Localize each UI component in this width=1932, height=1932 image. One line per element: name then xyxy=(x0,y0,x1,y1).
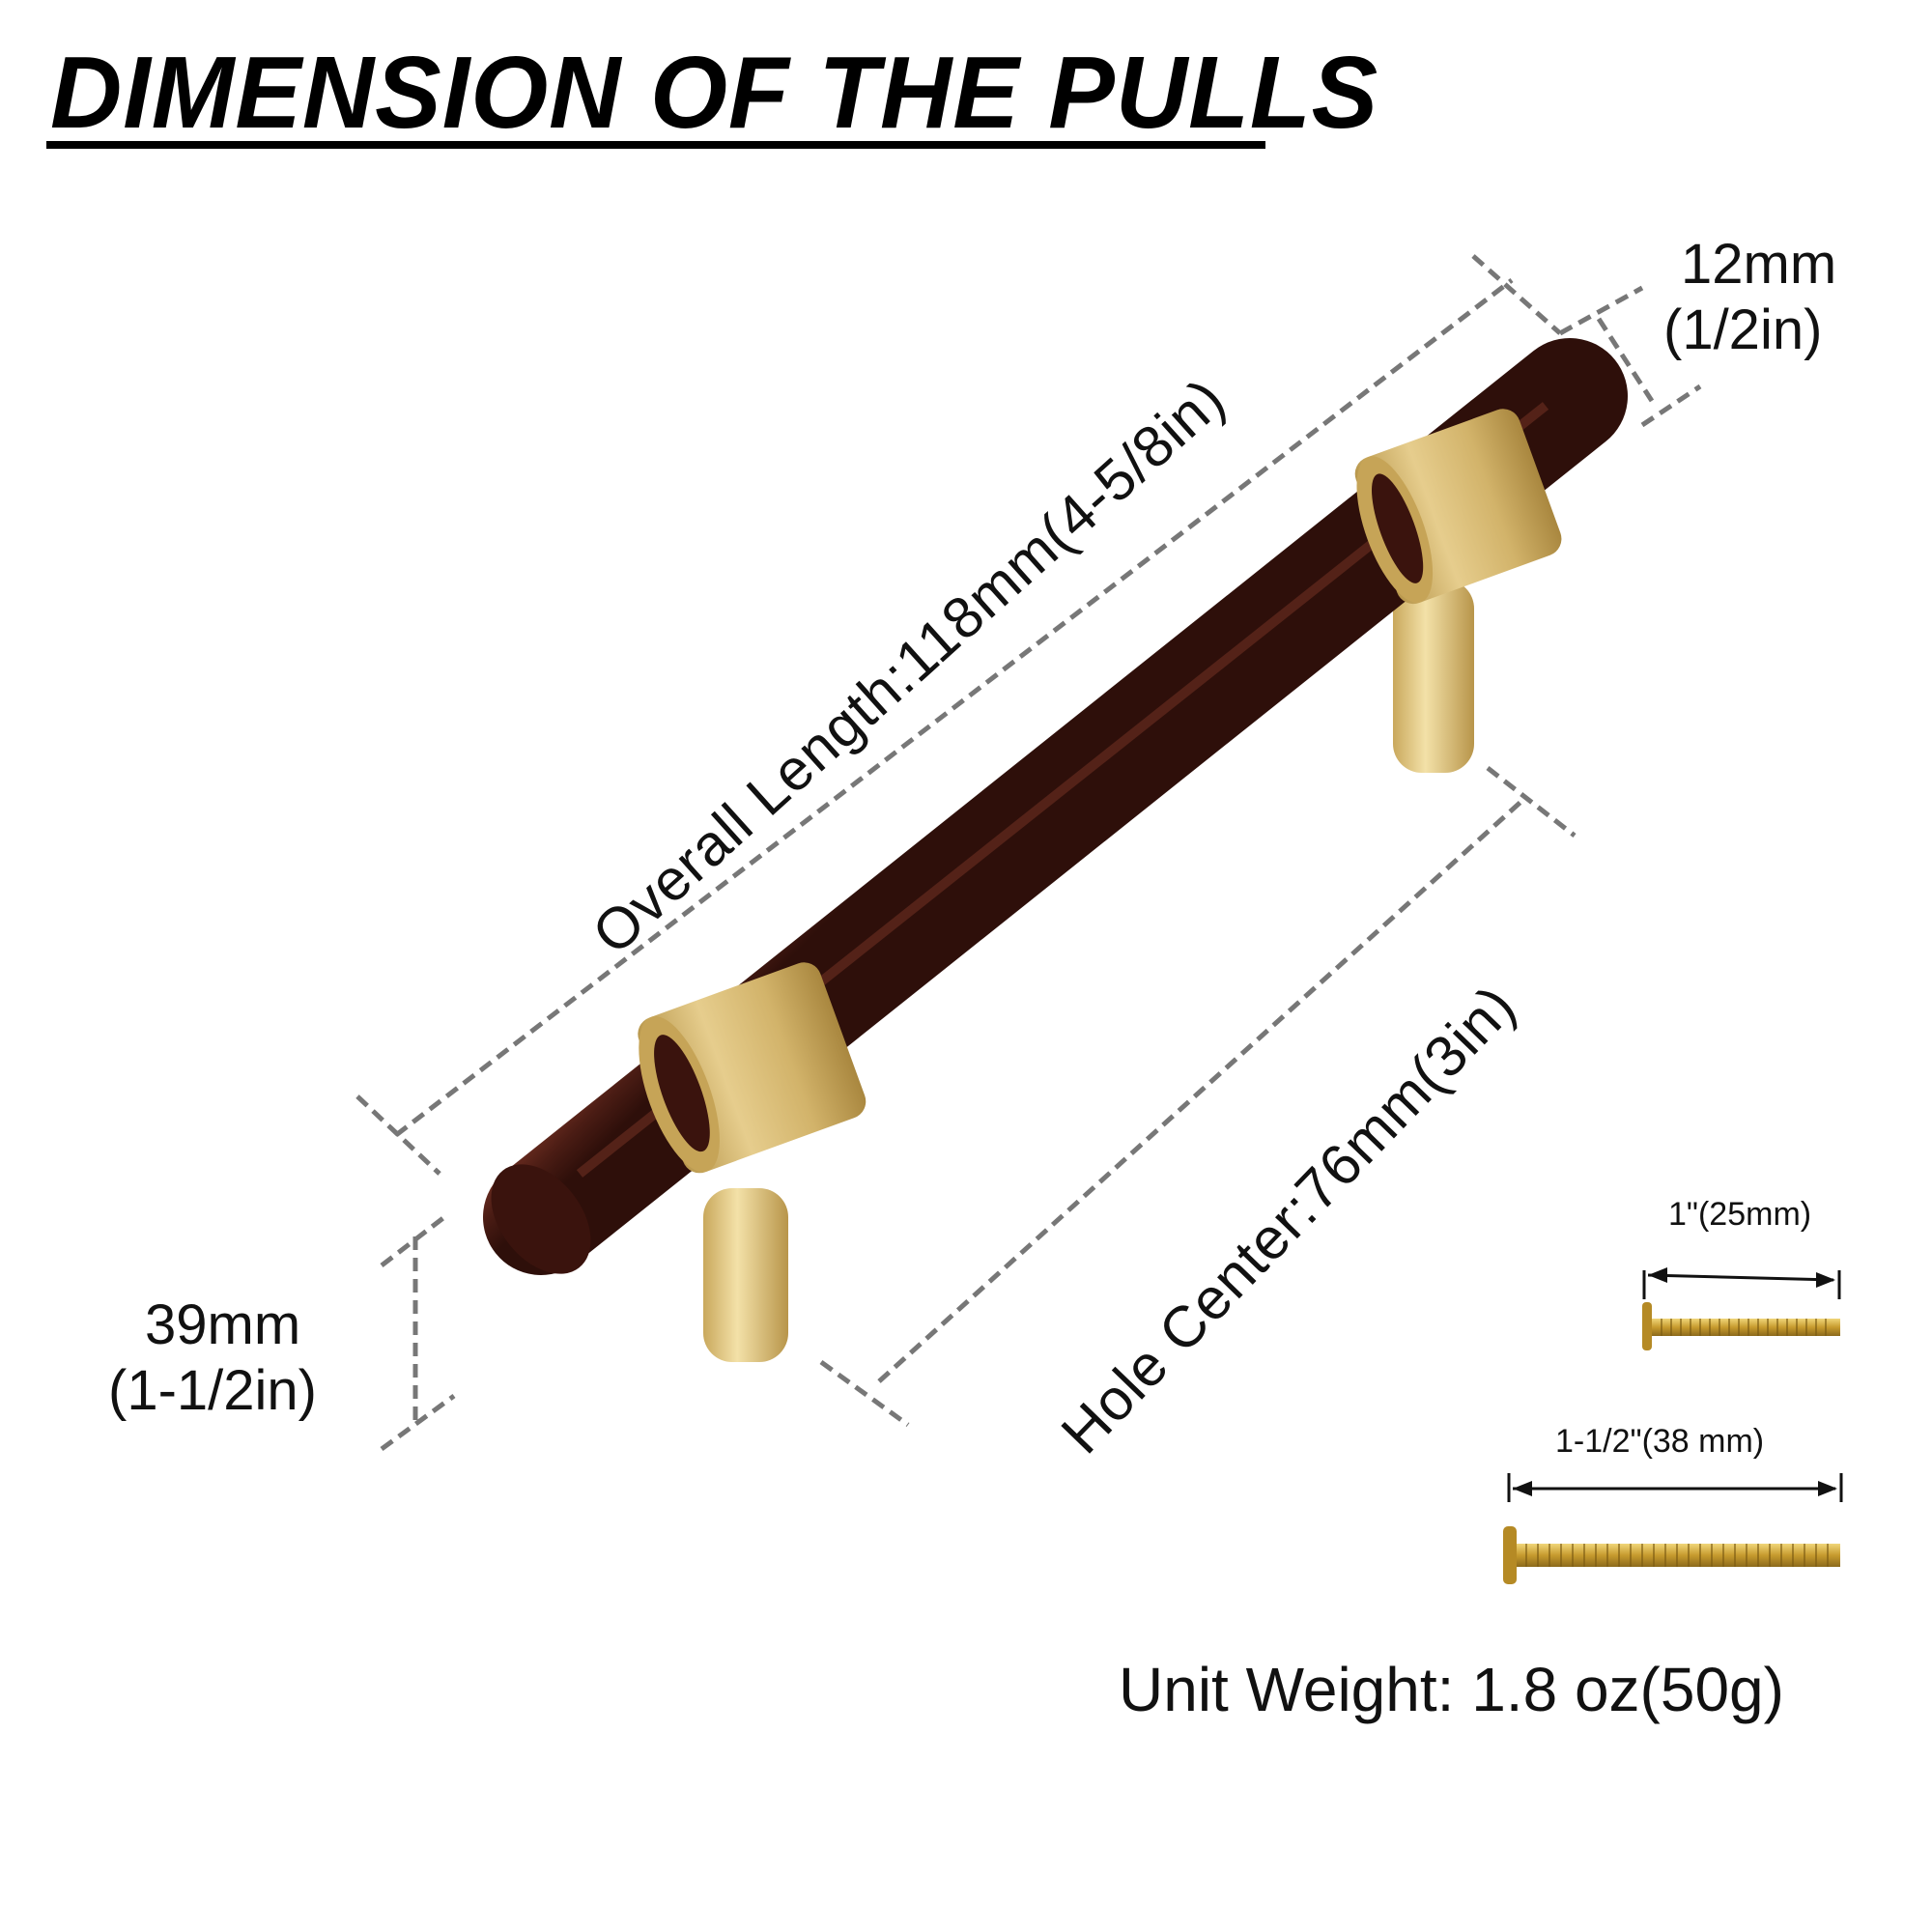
collar-left xyxy=(638,962,867,1174)
hole-center-dimension-line xyxy=(819,766,1577,1428)
screw-short-label: 1"(25mm) xyxy=(1668,1196,1812,1233)
post-left xyxy=(703,1188,788,1362)
collar-right xyxy=(1354,409,1562,605)
diameter-in-label: (1/2in) xyxy=(1663,298,1823,361)
screw-long xyxy=(1503,1473,1843,1584)
page-title: DIMENSION OF THE PULLS xyxy=(50,36,1379,150)
projection-mm-label: 39mm xyxy=(145,1293,301,1356)
diameter-mm-label: 12mm xyxy=(1681,233,1837,296)
projection-in-label: (1-1/2in) xyxy=(108,1359,317,1422)
diameter-dimension-line xyxy=(1558,285,1702,428)
unit-weight-label: Unit Weight: 1.8 oz(50g) xyxy=(1119,1655,1784,1724)
title-underline xyxy=(46,141,1265,149)
screw-short xyxy=(1642,1267,1841,1350)
overall-length-dimension-line xyxy=(355,254,1562,1176)
post-right xyxy=(1393,580,1474,773)
screw-long-label: 1-1/2"(38 mm) xyxy=(1555,1423,1765,1460)
projection-dimension-line xyxy=(380,1215,456,1452)
